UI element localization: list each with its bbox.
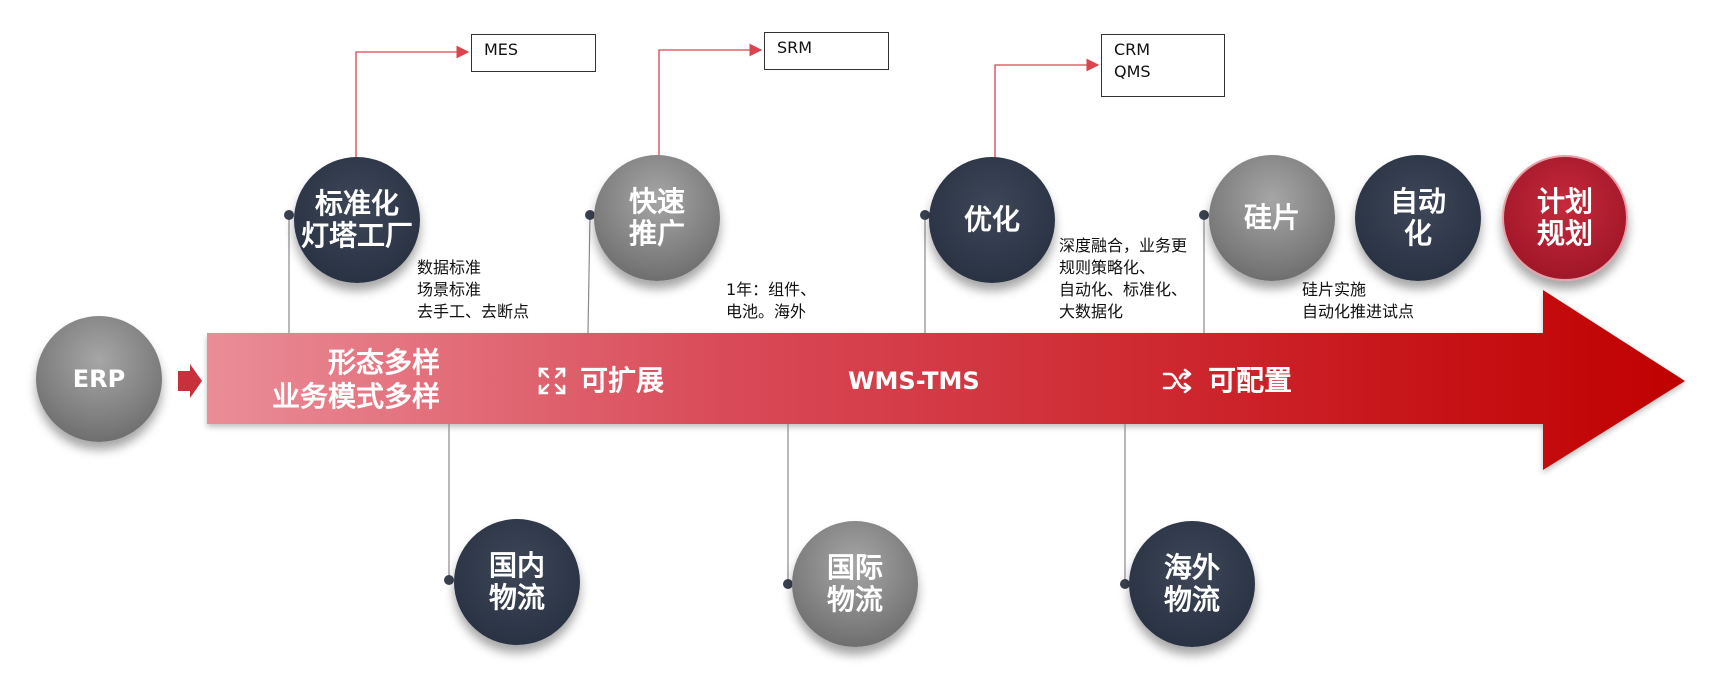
fast-rollout-circle: 快速 推广: [594, 155, 720, 281]
dot-standard: [284, 210, 294, 220]
automation-label: 自动 化: [1389, 185, 1446, 250]
arrow-text-configurable: 可配置: [1208, 364, 1293, 397]
domestic-logistics-label: 国内 物流: [488, 549, 545, 614]
standardization-label: 标准化 灯塔工厂: [300, 187, 413, 252]
dot-domestic: [444, 575, 454, 585]
shuffle-icon: [1162, 368, 1192, 394]
note-standardization: 数据标准 场景标准 去手工、去断点: [417, 258, 530, 321]
standardization-circle: 标准化 灯塔工厂: [294, 157, 420, 283]
expand-icon: [538, 367, 566, 395]
fast-rollout-label: 快速 推广: [628, 185, 685, 250]
intl-logistics-circle: 国际 物流: [792, 521, 918, 647]
dot-optimize: [920, 210, 930, 220]
dot-fast: [585, 210, 595, 220]
arrow-text-wms-tms: WMS-TMS: [848, 367, 980, 395]
connector-srm: [658, 43, 763, 162]
note-rollout: 1年：组件、 电池。海外: [726, 280, 817, 321]
domestic-logistics-circle: 国内 物流: [454, 519, 580, 645]
connector-fast: [587, 214, 591, 334]
optimize-label: 优化: [963, 203, 1020, 236]
silicon-label: 硅片: [1243, 201, 1300, 234]
planning-label: 计划 规划: [1536, 185, 1593, 250]
main-arrow: [207, 290, 1685, 470]
arrow-text-diversity: 形态多样 业务模式多样: [271, 346, 440, 413]
erp-arrow-icon: [178, 364, 202, 398]
dot-silicon: [1199, 210, 1209, 220]
optimize-circle: 优化: [929, 157, 1055, 283]
erp-label: ERP: [72, 365, 126, 393]
intl-logistics-label: 国际 物流: [826, 551, 883, 616]
silicon-circle: 硅片: [1209, 155, 1335, 281]
crm-qms-box: CRM QMS: [1101, 34, 1225, 97]
dot-overseas: [1120, 579, 1130, 589]
connector-crm: [994, 58, 1100, 162]
erp-circle: ERP: [36, 316, 162, 442]
note-optimize: 深度融合，业务更 规则策略化、 自动化、标准化、 大数据化: [1059, 236, 1188, 321]
mes-box: MES: [471, 34, 596, 72]
automation-circle: 自动 化: [1355, 155, 1481, 281]
overseas-logistics-label: 海外 物流: [1163, 551, 1220, 616]
note-silicon: 硅片实施 自动化推进试点: [1302, 280, 1415, 321]
srm-box: SRM: [764, 32, 889, 70]
arrow-text-extensible: 可扩展: [580, 364, 665, 397]
planning-circle: 计划 规划: [1502, 155, 1628, 281]
dot-intl: [783, 579, 793, 589]
overseas-logistics-circle: 海外 物流: [1129, 521, 1255, 647]
connector-mes: [355, 45, 470, 162]
